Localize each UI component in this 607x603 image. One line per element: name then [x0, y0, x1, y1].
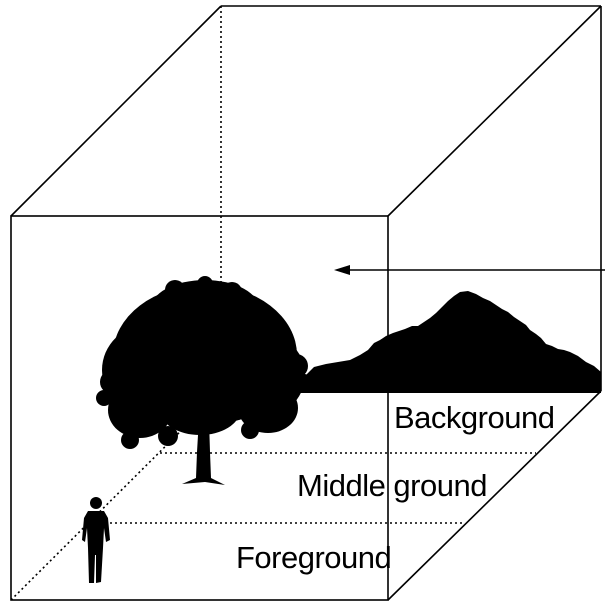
- person-silhouette: [82, 497, 110, 583]
- tree-silhouette: [96, 276, 312, 485]
- cube-front-face: [10, 215, 389, 601]
- middle-ground-label: Middle ground: [297, 468, 487, 503]
- cube-back-edges: [220, 5, 602, 391]
- background-label: Background: [394, 400, 555, 435]
- foreground-label: Foreground: [236, 540, 392, 575]
- cube-depth-edges: [10, 5, 602, 601]
- plane-divider-lines: [110, 452, 536, 524]
- direction-arrow: [334, 265, 605, 275]
- mountain-silhouette: [300, 291, 601, 393]
